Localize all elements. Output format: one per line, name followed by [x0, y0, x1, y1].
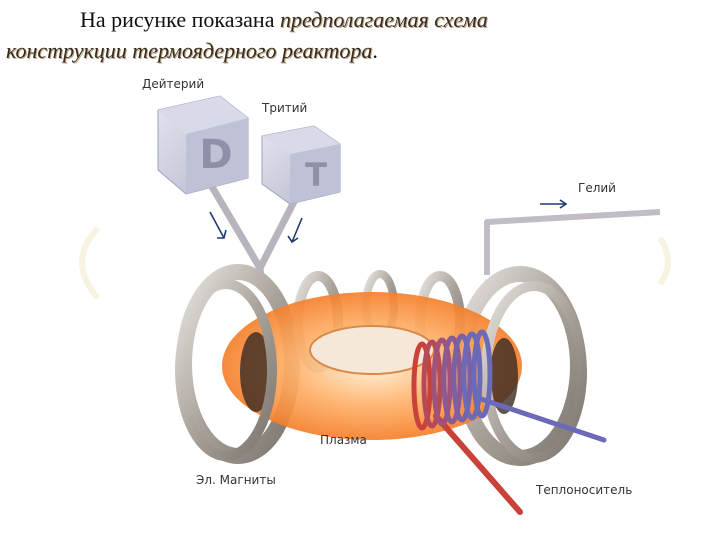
- coolant-coil: [411, 329, 607, 515]
- cube-t-letter: T: [305, 156, 327, 194]
- flow-arrows: [209, 199, 568, 244]
- front-magnet-rings: [175, 279, 587, 463]
- heading-emphasis-1: предполагаемая схема: [279, 7, 488, 32]
- tritium-cube: T: [261, 125, 341, 205]
- label-tritium: Тритий: [261, 101, 307, 115]
- cube-d-letter: D: [199, 132, 232, 178]
- heading-emphasis-2: конструкции термоядерного реактора: [6, 38, 373, 63]
- background-shapes: [79, 225, 671, 300]
- label-magnets: Эл. Магниты: [196, 473, 276, 487]
- heading-period: .: [372, 38, 378, 63]
- label-deuterium: Дейтерий: [142, 77, 204, 91]
- label-coolant: Теплоноситель: [535, 483, 632, 497]
- heading-plain: На рисунке показана: [80, 7, 275, 32]
- slide-heading: На рисунке показана предполагаемая схема…: [6, 4, 714, 66]
- label-plasma: Плазма: [320, 433, 367, 447]
- label-helium: Гелий: [578, 181, 616, 195]
- deuterium-cube: D: [157, 95, 249, 195]
